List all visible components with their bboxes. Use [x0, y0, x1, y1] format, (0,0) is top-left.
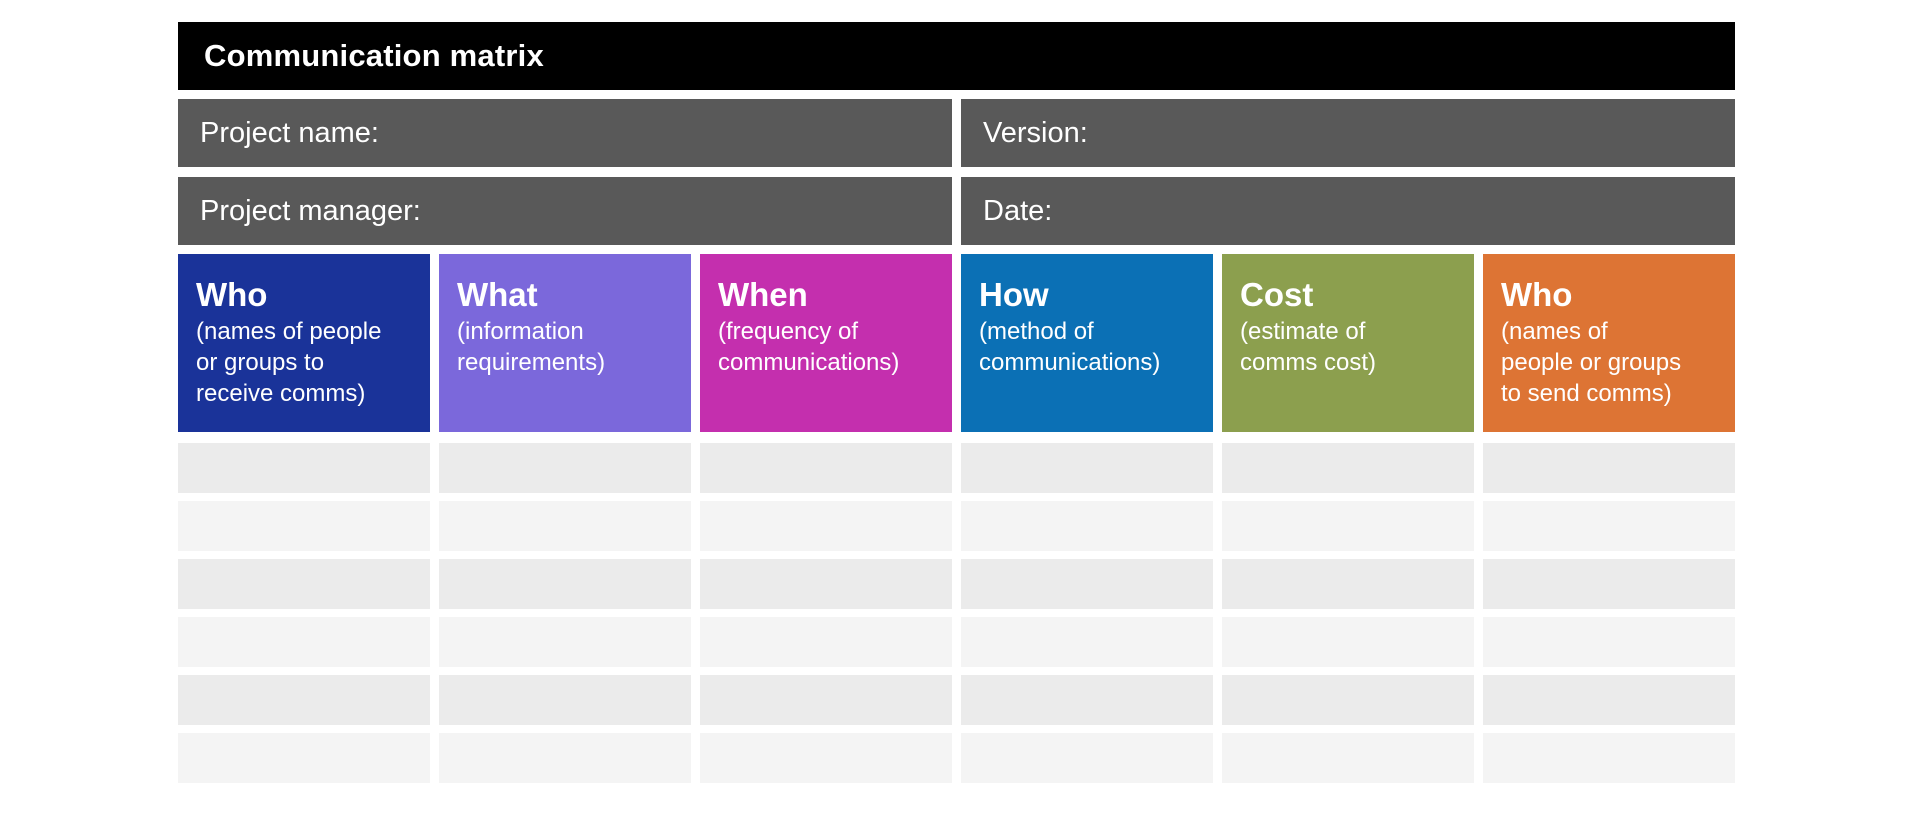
column-header-how: How (method of communications) [961, 254, 1213, 432]
column-title: How [979, 276, 1049, 313]
table-cell-r6-c5[interactable] [1222, 733, 1474, 783]
matrix-body [178, 443, 1735, 783]
table-cell-r5-c2[interactable] [439, 675, 691, 725]
table-cell-r1-c3[interactable] [700, 443, 952, 493]
table-cell-r5-c4[interactable] [961, 675, 1213, 725]
project-manager-field[interactable]: Project manager: [178, 177, 952, 245]
column-title: What [457, 276, 538, 313]
table-cell-r3-c5[interactable] [1222, 559, 1474, 609]
column-subtitle: (names of people or groups to send comms… [1501, 318, 1682, 407]
column-subtitle: (information requirements) [457, 318, 606, 376]
table-cell-r4-c1[interactable] [178, 617, 430, 667]
table-cell-r6-c6[interactable] [1483, 733, 1735, 783]
table-cell-r1-c6[interactable] [1483, 443, 1735, 493]
column-title: When [718, 276, 808, 313]
table-cell-r1-c5[interactable] [1222, 443, 1474, 493]
table-cell-r6-c1[interactable] [178, 733, 430, 783]
column-header-who-receive: Who (names of people or groups to receive… [178, 254, 430, 432]
column-header-who-send: Who (names of people or groups to send co… [1483, 254, 1735, 432]
version-label: Version: [983, 116, 1088, 149]
table-cell-r4-c4[interactable] [961, 617, 1213, 667]
table-cell-r3-c3[interactable] [700, 559, 952, 609]
table-cell-r6-c3[interactable] [700, 733, 952, 783]
table-cell-r2-c1[interactable] [178, 501, 430, 551]
column-title: Cost [1240, 276, 1314, 313]
version-field[interactable]: Version: [961, 99, 1735, 167]
table-cell-r5-c3[interactable] [700, 675, 952, 725]
column-subtitle: (method of communications) [979, 318, 1161, 376]
table-cell-r4-c5[interactable] [1222, 617, 1474, 667]
table-cell-r3-c4[interactable] [961, 559, 1213, 609]
table-cell-r3-c1[interactable] [178, 559, 430, 609]
date-label: Date: [983, 194, 1053, 227]
column-header-row: Who (names of people or groups to receive… [178, 254, 1735, 432]
column-header-when: When (frequency of communications) [700, 254, 952, 432]
project-name-label: Project name: [200, 116, 379, 149]
project-name-field[interactable]: Project name: [178, 99, 952, 167]
table-cell-r1-c2[interactable] [439, 443, 691, 493]
table-cell-r6-c2[interactable] [439, 733, 691, 783]
column-header-cost: Cost (estimate of comms cost) [1222, 254, 1474, 432]
title-bar: Communication matrix [178, 22, 1735, 90]
project-info-section: Project name: Version: Project manager: … [178, 99, 1735, 245]
column-title: Who [1501, 276, 1573, 313]
table-cell-r1-c1[interactable] [178, 443, 430, 493]
table-cell-r6-c4[interactable] [961, 733, 1213, 783]
table-cell-r5-c1[interactable] [178, 675, 430, 725]
column-subtitle: (estimate of comms cost) [1240, 318, 1377, 376]
table-cell-r2-c2[interactable] [439, 501, 691, 551]
table-cell-r2-c6[interactable] [1483, 501, 1735, 551]
table-cell-r5-c5[interactable] [1222, 675, 1474, 725]
page-title: Communication matrix [204, 38, 544, 73]
table-cell-r2-c5[interactable] [1222, 501, 1474, 551]
column-subtitle: (frequency of communications) [718, 318, 900, 376]
table-cell-r4-c2[interactable] [439, 617, 691, 667]
table-cell-r4-c6[interactable] [1483, 617, 1735, 667]
table-cell-r5-c6[interactable] [1483, 675, 1735, 725]
table-cell-r4-c3[interactable] [700, 617, 952, 667]
table-cell-r3-c6[interactable] [1483, 559, 1735, 609]
table-cell-r2-c3[interactable] [700, 501, 952, 551]
communication-matrix-template: Communication matrix Project name: Versi… [178, 22, 1735, 783]
column-subtitle: (names of people or groups to receive co… [196, 318, 382, 407]
project-manager-label: Project manager: [200, 194, 421, 227]
column-title: Who [196, 276, 268, 313]
table-cell-r2-c4[interactable] [961, 501, 1213, 551]
table-cell-r1-c4[interactable] [961, 443, 1213, 493]
date-field[interactable]: Date: [961, 177, 1735, 245]
column-header-what: What (information requirements) [439, 254, 691, 432]
table-cell-r3-c2[interactable] [439, 559, 691, 609]
